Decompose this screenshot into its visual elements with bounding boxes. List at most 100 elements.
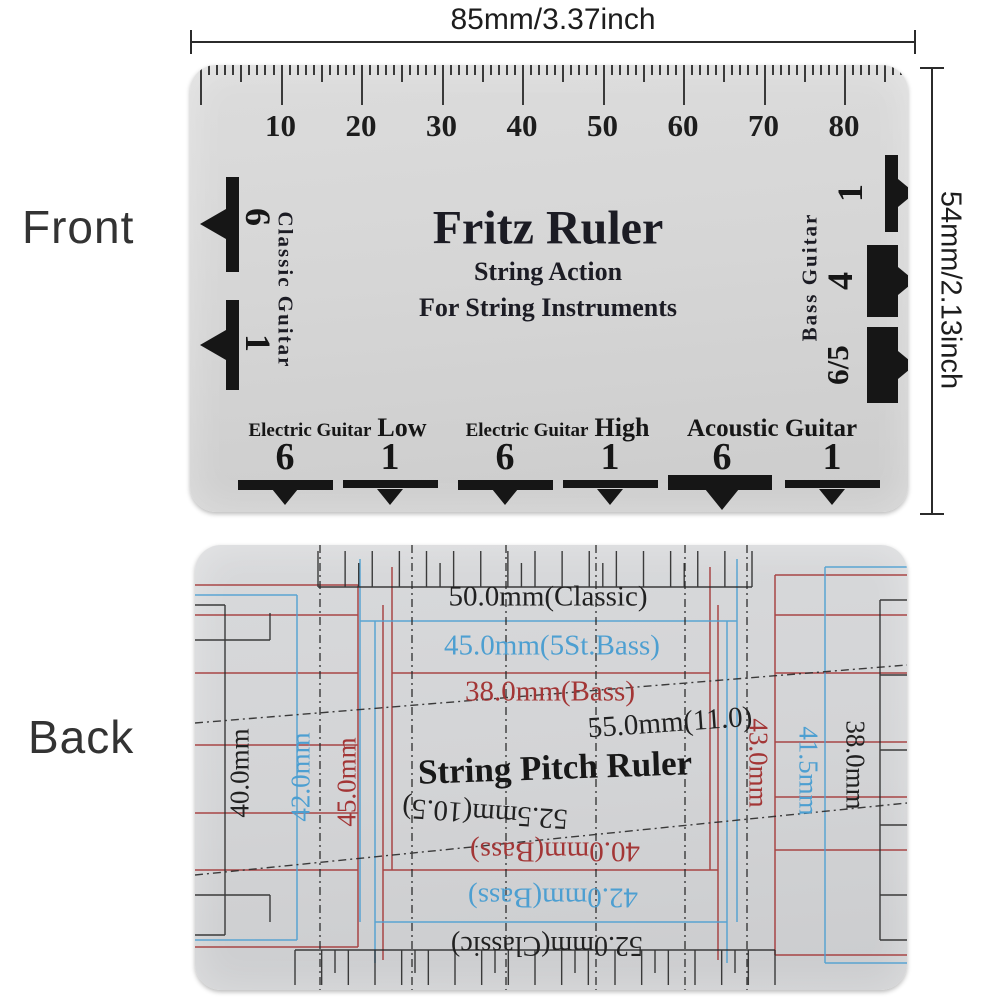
ruler-tick	[594, 65, 597, 75]
measure-52mm-classic: 52.0mm(Classic)	[450, 930, 644, 961]
ruler-tick	[481, 65, 484, 82]
classic-guitar-gauge-1	[226, 300, 239, 390]
ruler-tick	[336, 65, 339, 75]
group-heading: Acoustic Guitar	[660, 413, 890, 443]
ruler-number: 20	[345, 108, 377, 143]
ruler-tick	[192, 65, 194, 75]
gauge-notch	[819, 489, 845, 505]
ruler-back-card: 50.0mm(Classic) 45.0mm(5St.Bass) 38.0mm(…	[195, 545, 907, 990]
ruler-tick	[868, 65, 871, 75]
gauge-bar	[238, 480, 333, 490]
ruler-number: 30	[426, 108, 457, 143]
dimension-cap	[920, 513, 944, 515]
ruler-tick	[779, 65, 782, 75]
ruler-number: 70	[748, 108, 779, 143]
card-title: Fritz Ruler	[432, 201, 664, 255]
measure-left-42mm: 42.0mm	[285, 732, 316, 822]
bass-guitar-gauge-4	[867, 245, 898, 317]
ruler-tick	[666, 65, 669, 75]
ruler-tick	[264, 65, 267, 75]
group-label: Electric Guitar	[465, 420, 589, 441]
dimension-cap	[920, 67, 944, 69]
classic-guitar-gauge-6	[226, 177, 239, 272]
ruler-tick	[272, 65, 275, 75]
ruler-tick	[296, 65, 299, 75]
ruler-number: 10	[265, 108, 296, 143]
card-subtitle-1: String Action	[473, 257, 623, 286]
front-view-label: Front	[22, 201, 135, 253]
ruler-tick	[578, 65, 581, 75]
ruler-tick	[787, 65, 790, 75]
measure-right-41-5mm: 41.5mm	[793, 726, 824, 816]
ruler-tick	[208, 65, 211, 75]
ruler-tick	[739, 65, 742, 75]
bass-guitar-gauge-1	[885, 155, 898, 232]
bass-gauge-number-65: 6/5	[820, 345, 855, 385]
gauge-notch	[492, 489, 518, 505]
ruler-tick	[224, 65, 227, 75]
gauge-bar	[343, 480, 438, 488]
ruler-tick	[200, 65, 203, 105]
ruler-tick	[771, 65, 774, 75]
gauge-bar	[785, 480, 880, 488]
gauge-arrow-right	[898, 179, 908, 207]
gauge-number: 6	[495, 436, 515, 478]
ruler-tick	[425, 65, 428, 75]
ruler-tick	[489, 65, 492, 75]
ruler-tick	[232, 65, 235, 75]
ruler-tick	[836, 65, 838, 75]
ruler-tick	[844, 65, 847, 105]
ruler-tick	[522, 65, 525, 105]
ruler-number: 40	[506, 108, 538, 143]
ruler-tick	[683, 65, 686, 105]
ruler-tick	[731, 65, 734, 75]
group-suffix: Low	[377, 413, 427, 442]
gauge-arrow-left	[200, 209, 226, 239]
ruler-tick	[658, 65, 661, 75]
gauge-bar	[563, 480, 658, 488]
ruler-tick	[900, 65, 903, 75]
ruler-tick	[811, 65, 814, 75]
ruler-tick	[369, 65, 372, 75]
ruler-tick	[626, 65, 629, 75]
width-dimension-line	[190, 41, 916, 43]
measure-50mm-classic: 50.0mm(Classic)	[448, 580, 648, 613]
ruler-tick	[707, 65, 710, 75]
gauge-number: 1	[822, 436, 842, 478]
group-suffix: High	[594, 413, 650, 442]
ruler-tick	[795, 65, 798, 75]
ruler-tick	[650, 65, 653, 75]
ruler-tick	[852, 65, 855, 75]
ruler-tick	[465, 65, 468, 75]
ruler-tick	[562, 65, 565, 82]
acoustic-guitar-group: Acoustic Guitar 6 1	[660, 413, 890, 510]
classic-guitar-label: Classic Guitar	[273, 211, 298, 369]
ruler-tick	[280, 65, 283, 105]
gauge-number: 1	[380, 436, 400, 478]
gauge-arrow-right	[898, 267, 908, 295]
gauge-notch	[272, 489, 298, 505]
ruler-tick	[449, 65, 452, 75]
measure-45mm-5st-bass: 45.0mm(5St.Bass)	[444, 629, 660, 662]
ruler-tick	[763, 65, 766, 105]
ruler-tick	[675, 65, 677, 75]
ruler-tick	[457, 65, 460, 75]
ruler-tick	[876, 65, 879, 75]
ruler-tick	[401, 65, 404, 82]
ruler-tick	[385, 65, 388, 75]
ruler-tick	[530, 65, 533, 75]
measure-right-43mm: 43.0mm	[743, 718, 774, 808]
ruler-tick	[320, 65, 323, 82]
ruler-tick	[803, 65, 806, 82]
ruler-tick	[353, 65, 355, 75]
ruler-tick	[216, 65, 219, 75]
ruler-tick	[240, 65, 243, 82]
bass-gauge-number-4: 4	[820, 272, 860, 290]
measure-right-38mm: 38.0mm	[840, 720, 871, 810]
ruler-tick	[819, 65, 822, 75]
gauge-notch	[705, 489, 739, 510]
